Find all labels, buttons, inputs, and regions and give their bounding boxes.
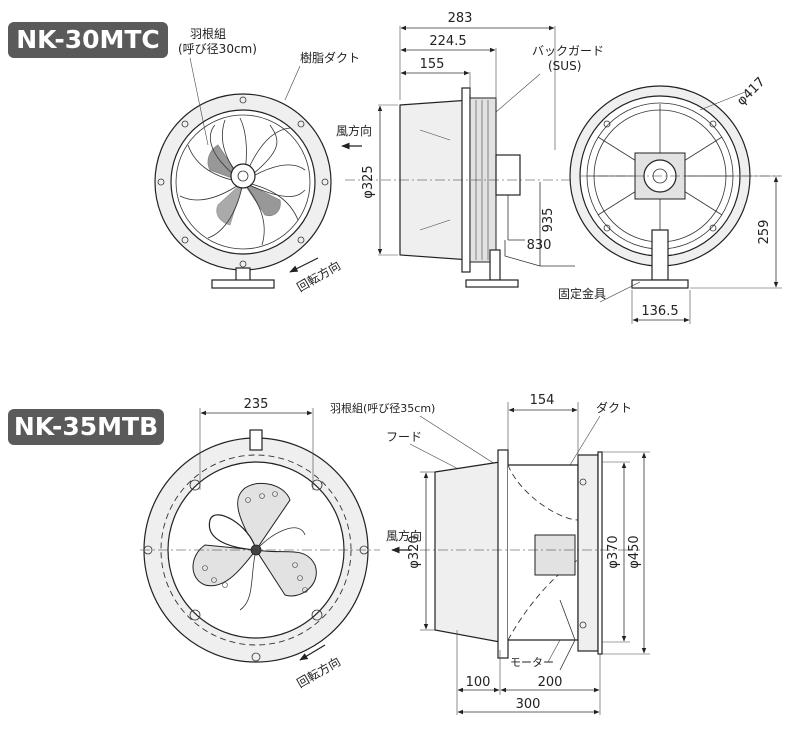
model-badge-bottom: NK-35MTB — [8, 409, 164, 445]
top-dim-phi417: φ417 — [734, 75, 768, 109]
top-dim-830: 830 — [527, 238, 552, 253]
bottom-front-view — [143, 429, 369, 663]
bottom-dim-100: 100 — [466, 675, 491, 690]
top-label-back-guard-mat: (SUS) — [548, 59, 581, 73]
bottom-dim-phi370: φ370 — [606, 535, 621, 568]
model-badge-top: NK-30MTC — [8, 22, 168, 58]
top-front-view — [154, 93, 332, 289]
top-dim-136: 136.5 — [641, 304, 678, 319]
top-side-dims: 283 224.5 155 φ325 935 830 — [361, 11, 556, 266]
top-dim-283: 283 — [448, 11, 473, 26]
bottom-side-view — [434, 449, 603, 671]
bottom-airflow: 風方向 — [386, 528, 422, 554]
bottom-front-dims: 235 — [199, 397, 314, 490]
top-label-resin-duct: 樹脂ダクト — [300, 50, 360, 65]
bottom-dim-200: 200 — [538, 675, 563, 690]
top-dim-224: 224.5 — [429, 34, 466, 49]
bottom-label-airflow: 風方向 — [386, 528, 422, 543]
model-name-bottom: NK-35MTB — [14, 412, 158, 441]
top-dim-259: 259 — [757, 220, 772, 245]
top-rotation-arrow: 回転方向 — [289, 257, 343, 295]
top-dim-935: 935 — [541, 208, 556, 233]
bottom-side-dims: 154 φ320 φ370 φ450 100 200 300 — [407, 393, 650, 715]
top-airflow: 風方向 — [336, 123, 372, 150]
bottom-label-motor: モーター — [510, 656, 554, 669]
top-label-blade: 羽根組 — [190, 27, 226, 41]
top-label-rotation: 回転方向 — [294, 258, 343, 295]
bottom-dim-154: 154 — [530, 393, 555, 408]
top-label-airflow: 風方向 — [336, 123, 372, 138]
top-dim-155: 155 — [420, 57, 445, 72]
top-label-fixture: 固定金具 — [558, 286, 606, 301]
bottom-label-hood: フード — [386, 430, 422, 444]
model-name-top: NK-30MTC — [16, 25, 160, 54]
top-label-back-guard: バックガード — [532, 44, 604, 58]
bottom-dim-phi450: φ450 — [627, 535, 642, 568]
top-rear-view — [569, 85, 751, 289]
bottom-label-blade: 羽根組(呼び径35cm) — [330, 401, 435, 415]
bottom-dim-235: 235 — [244, 397, 269, 412]
bottom-dim-phi320: φ320 — [407, 535, 422, 568]
top-dim-phi325: φ325 — [361, 165, 376, 198]
bottom-label-duct: ダクト — [596, 400, 632, 415]
top-label-blade-dia: (呼び径30cm) — [178, 42, 257, 56]
top-side-view — [399, 87, 575, 288]
bottom-dim-300: 300 — [516, 697, 541, 712]
